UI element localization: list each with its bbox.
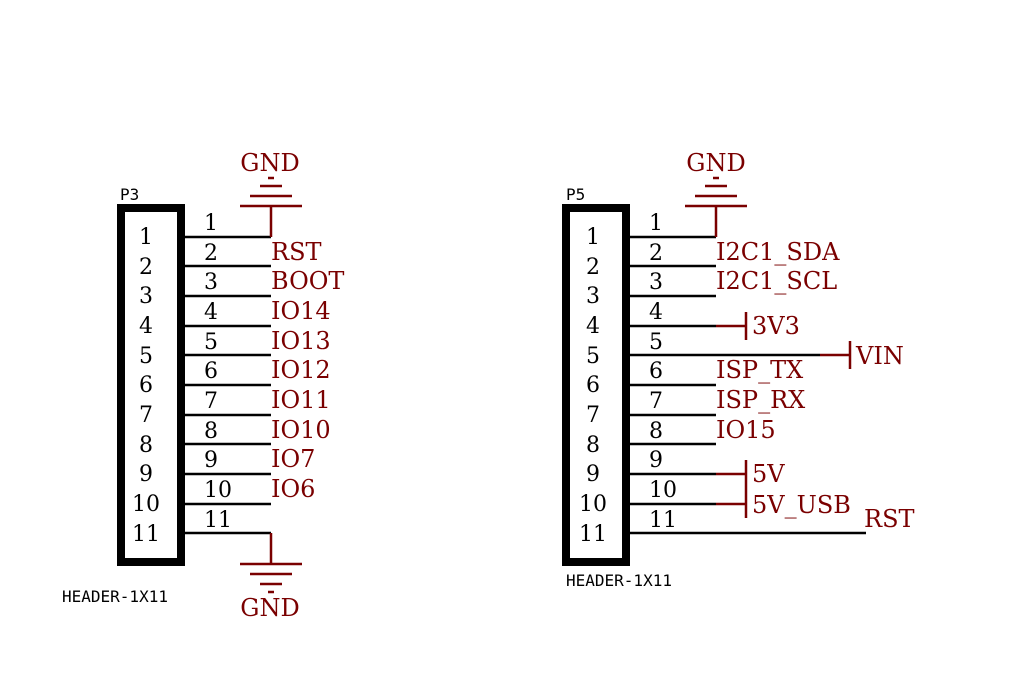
pin-number: 7 bbox=[204, 389, 218, 414]
net-label: IO13 bbox=[271, 327, 331, 355]
pin-number: 11 bbox=[204, 508, 232, 533]
body-pin-number: 8 bbox=[586, 433, 600, 458]
body-pin-number: 3 bbox=[139, 284, 153, 309]
pin-number: 4 bbox=[649, 300, 663, 325]
body-pin-number: 6 bbox=[139, 373, 153, 398]
net-label: IO6 bbox=[271, 475, 315, 503]
body-pin-number: 4 bbox=[139, 314, 153, 339]
power-label: 3V3 bbox=[752, 312, 800, 340]
power-label: 5V_USB bbox=[752, 491, 851, 519]
pin-number: 5 bbox=[649, 330, 663, 355]
body-pin-number: 8 bbox=[139, 433, 153, 458]
header-body bbox=[562, 204, 630, 566]
power-label: 5V bbox=[752, 460, 785, 488]
body-pin-number: 11 bbox=[579, 522, 607, 547]
body-pin-number: 1 bbox=[586, 225, 600, 250]
pin-number: 9 bbox=[204, 448, 218, 473]
body-pin-number: 2 bbox=[586, 255, 600, 280]
net-label: IO11 bbox=[271, 386, 331, 414]
ground-symbol-top: GND bbox=[685, 149, 747, 237]
refdes-label: P3 bbox=[120, 185, 139, 204]
net-label: ISP_RX bbox=[716, 386, 805, 414]
pin-number: 9 bbox=[649, 448, 663, 473]
pin-number: 3 bbox=[204, 270, 218, 295]
power-port-3v3: 3V3 bbox=[716, 312, 800, 340]
body-pin-number: 11 bbox=[132, 522, 160, 547]
refdes-label: P5 bbox=[566, 185, 585, 204]
net-label: I2C1_SCL bbox=[716, 267, 837, 295]
net-label: IO12 bbox=[271, 356, 331, 384]
ground-symbol-top: GND bbox=[240, 149, 302, 237]
pin-number: 6 bbox=[649, 359, 663, 384]
pin-number: 2 bbox=[649, 241, 663, 266]
pin-number: 8 bbox=[204, 419, 218, 444]
body-pin-number: 4 bbox=[586, 314, 600, 339]
header-p5: P5 HEADER-1X11 1 2 3 4 5 6 7 8 9 10 11 bbox=[562, 149, 915, 590]
body-pin-number: 6 bbox=[586, 373, 600, 398]
net-label: ISP_TX bbox=[716, 356, 803, 384]
net-label: IO7 bbox=[271, 445, 315, 473]
body-pin-number: 10 bbox=[579, 492, 607, 517]
ground-label: GND bbox=[240, 594, 299, 622]
ground-label: GND bbox=[686, 149, 745, 177]
pin-number: 1 bbox=[204, 211, 218, 236]
pin-wires bbox=[185, 235, 271, 535]
body-pin-number: 7 bbox=[139, 403, 153, 428]
pin-number: 2 bbox=[204, 241, 218, 266]
part-label: HEADER-1X11 bbox=[566, 571, 672, 590]
pin-number: 1 bbox=[649, 211, 663, 236]
pin-number: 6 bbox=[204, 359, 218, 384]
header-body bbox=[117, 204, 185, 566]
ground-label: GND bbox=[240, 149, 299, 177]
net-label: IO14 bbox=[271, 297, 331, 325]
net-label: BOOT bbox=[271, 267, 344, 295]
pin-number: 11 bbox=[649, 508, 677, 533]
ground-symbol-bottom: GND bbox=[240, 533, 302, 622]
net-label: IO10 bbox=[271, 416, 331, 444]
power-label: VIN bbox=[855, 342, 904, 370]
body-pin-number: 3 bbox=[586, 284, 600, 309]
pin-number: 8 bbox=[649, 419, 663, 444]
net-label: RST bbox=[864, 505, 915, 533]
pin-number: 5 bbox=[204, 330, 218, 355]
net-label: IO15 bbox=[716, 416, 776, 444]
body-pin-number: 2 bbox=[139, 255, 153, 280]
body-pin-number: 9 bbox=[586, 462, 600, 487]
part-label: HEADER-1X11 bbox=[62, 587, 168, 606]
body-pin-number: 9 bbox=[139, 462, 153, 487]
pin-number: 10 bbox=[649, 478, 677, 503]
pin-number: 3 bbox=[649, 270, 663, 295]
header-p3: P3 HEADER-1X11 1 2 3 4 5 6 7 8 9 10 11 bbox=[62, 149, 344, 622]
body-pin-number: 5 bbox=[586, 344, 600, 369]
net-label: RST bbox=[271, 238, 322, 266]
pin-number: 10 bbox=[204, 478, 232, 503]
body-pin-number: 5 bbox=[139, 344, 153, 369]
power-port-5v: 5V 5V_USB bbox=[716, 460, 851, 519]
body-pin-number: 7 bbox=[586, 403, 600, 428]
body-pin-number: 1 bbox=[139, 225, 153, 250]
pin-number: 4 bbox=[204, 300, 218, 325]
body-pin-number: 10 bbox=[132, 492, 160, 517]
pin-number: 7 bbox=[649, 389, 663, 414]
pin-wires bbox=[630, 235, 866, 535]
net-label: I2C1_SDA bbox=[716, 238, 840, 266]
power-port-vin: VIN bbox=[820, 341, 904, 370]
